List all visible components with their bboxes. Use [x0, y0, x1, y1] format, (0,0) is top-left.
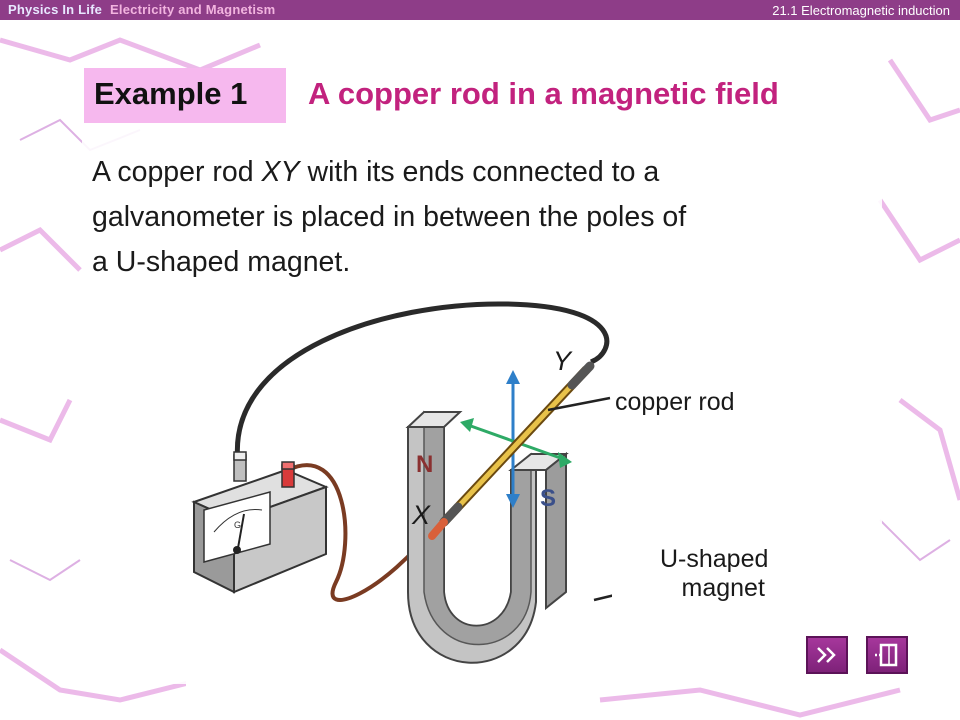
brand-logo: Physics In Life Electricity and Magnetism: [8, 2, 275, 17]
problem-line-1: A copper rod XY with its ends connected …: [92, 156, 660, 188]
label-y: Y: [553, 346, 572, 376]
exit-button[interactable]: [866, 636, 908, 674]
pole-n-label: N: [416, 451, 433, 478]
brand-name: Physics In Life: [8, 2, 103, 17]
pole-s-label: S: [540, 485, 556, 512]
problem-text: A copper rod XY with its ends connected …: [92, 150, 892, 285]
label-x: X: [412, 500, 431, 530]
brown-wire: [287, 463, 438, 602]
fast-forward-icon: [817, 647, 836, 663]
label-magnet: U-shaped magnet: [660, 545, 769, 602]
example-title: A copper rod in a magnetic field: [308, 76, 779, 111]
example-tag: Example 1: [84, 68, 286, 123]
problem-line-2: galvanometer is placed in between the po…: [92, 201, 687, 233]
example-tag-label: Example 1: [94, 76, 248, 111]
u-shaped-magnet: N S: [405, 410, 569, 664]
label-copper-rod: copper rod: [615, 388, 735, 416]
problem-line-3: a U-shaped magnet.: [92, 246, 351, 278]
subject-name: Electricity and Magnetism: [110, 2, 276, 17]
copper-rod-pointer: [547, 396, 611, 412]
magnet-pointer: [593, 594, 612, 602]
exit-door-icon: [875, 643, 898, 667]
black-wire: [234, 301, 610, 463]
chapter-title: 21.1 Electromagnetic induction: [772, 3, 950, 18]
copper-rod: [428, 361, 595, 540]
field-arrows: [460, 370, 572, 508]
galvanometer: G: [191, 451, 329, 594]
meter-letter: G: [234, 520, 241, 530]
next-button[interactable]: [806, 636, 848, 674]
experiment-diagram: G N S: [186, 292, 612, 688]
header-bar: Physics In Life Electricity and Magnetism…: [0, 0, 960, 20]
rod-label-xy: XY: [261, 156, 300, 188]
